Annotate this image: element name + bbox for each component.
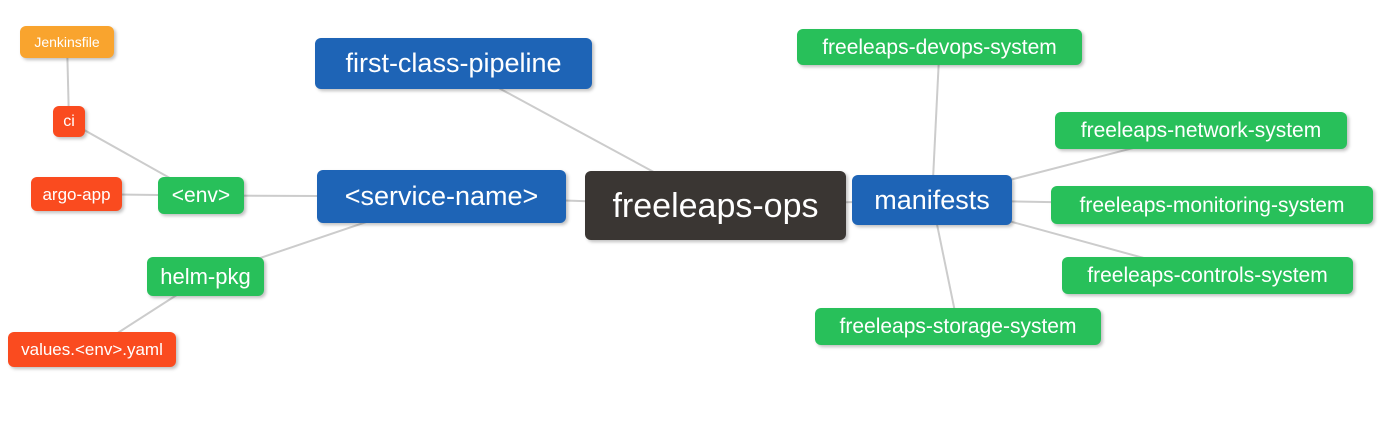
node-helm-pkg[interactable]: helm-pkg (147, 257, 264, 296)
node-freeleaps-network-system[interactable]: freeleaps-network-system (1055, 112, 1347, 149)
node-env[interactable]: <env> (158, 177, 244, 214)
node-ci[interactable]: ci (53, 106, 85, 137)
node-jenkinsfile[interactable]: Jenkinsfile (20, 26, 114, 58)
node-freeleaps-ops[interactable]: freeleaps-ops (585, 171, 846, 240)
node-values-env-yaml[interactable]: values.<env>.yaml (8, 332, 176, 367)
edge-manifests-freeleaps-devops-system (931, 46, 941, 201)
node-argo-app[interactable]: argo-app (31, 177, 122, 211)
node-manifests[interactable]: manifests (852, 175, 1012, 225)
node-freeleaps-monitoring-system[interactable]: freeleaps-monitoring-system (1051, 186, 1373, 224)
node-freeleaps-storage-system[interactable]: freeleaps-storage-system (815, 308, 1101, 345)
node-service-name[interactable]: <service-name> (317, 170, 566, 223)
node-freeleaps-devops-system[interactable]: freeleaps-devops-system (797, 29, 1082, 65)
node-first-class-pipeline[interactable]: first-class-pipeline (315, 38, 592, 89)
node-freeleaps-controls-system[interactable]: freeleaps-controls-system (1062, 257, 1353, 294)
